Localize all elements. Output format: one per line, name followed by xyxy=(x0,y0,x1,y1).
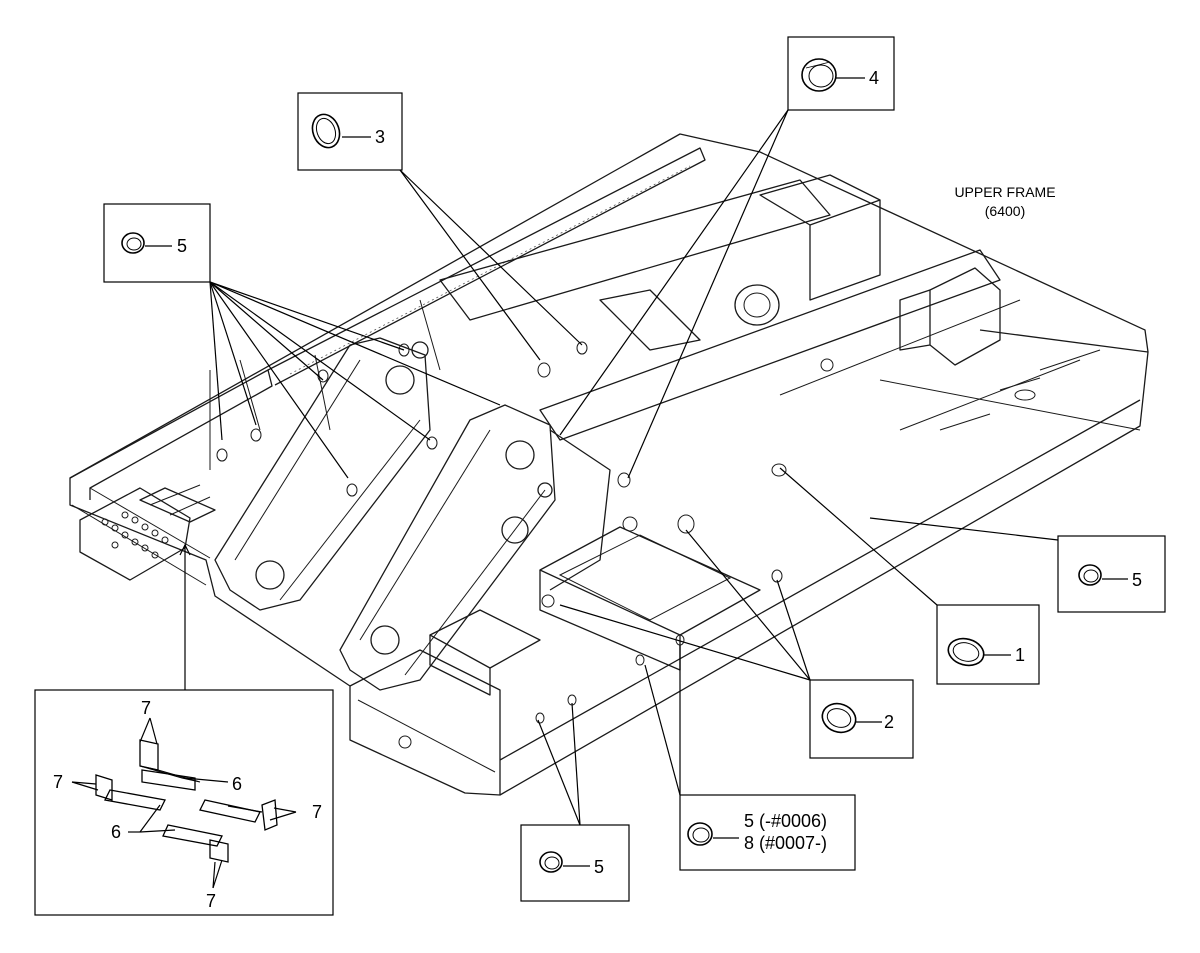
detail-label-7-bottom: 7 xyxy=(206,891,216,911)
detail-view-step-pads[interactable]: 7 7 6 6 7 7 xyxy=(34,689,334,916)
detail-label-6-left: 6 xyxy=(111,822,121,842)
callout-1[interactable]: 1 xyxy=(936,604,1040,685)
callout-4-label: 4 xyxy=(869,68,879,88)
callout-5-upper-left-label: 5 xyxy=(177,236,187,256)
callout-4[interactable]: 4 xyxy=(787,36,895,111)
detail-label-6-right: 6 xyxy=(232,774,242,794)
callout-2-label: 2 xyxy=(884,712,894,732)
detail-label-7-left: 7 xyxy=(53,772,63,792)
oval-grommet-icon xyxy=(311,113,341,149)
diagram-subtitle: (6400) xyxy=(985,203,1025,219)
callout-5-bottom[interactable]: 5 xyxy=(520,824,630,902)
callout-5-upper-left[interactable]: 5 xyxy=(103,203,211,283)
callout-1-label: 1 xyxy=(1015,645,1025,665)
detail-label-7-top: 7 xyxy=(141,698,151,718)
callout-5-bottom-label: 5 xyxy=(594,857,604,877)
diagram-title: UPPER FRAME xyxy=(954,184,1055,200)
detail-label-7-right: 7 xyxy=(312,802,322,822)
round-plug-icon xyxy=(801,58,837,92)
callout-5-right-label: 5 xyxy=(1132,570,1142,590)
callout-2[interactable]: 2 xyxy=(809,679,914,759)
callout-5-8[interactable]: 5 (-#0006) 8 (#0007-) xyxy=(679,794,856,871)
step-tread-holes xyxy=(101,511,169,559)
round-grommet-icon xyxy=(1078,564,1102,586)
oval-grommet-icon xyxy=(821,702,857,734)
callout-5-8-label-top: 5 (-#0006) xyxy=(744,811,827,831)
round-grommet-icon xyxy=(687,822,713,846)
round-grommet-icon xyxy=(121,232,145,254)
callout-5-right[interactable]: 5 xyxy=(1057,535,1166,613)
callout-3-label: 3 xyxy=(375,127,385,147)
callout-5-8-label-bottom: 8 (#0007-) xyxy=(744,833,827,853)
round-grommet-icon xyxy=(539,851,563,873)
oval-grommet-icon xyxy=(947,637,985,667)
callout-3[interactable]: 3 xyxy=(297,92,403,171)
upper-frame-illustration xyxy=(69,133,1149,796)
leader-lines xyxy=(179,109,1059,826)
